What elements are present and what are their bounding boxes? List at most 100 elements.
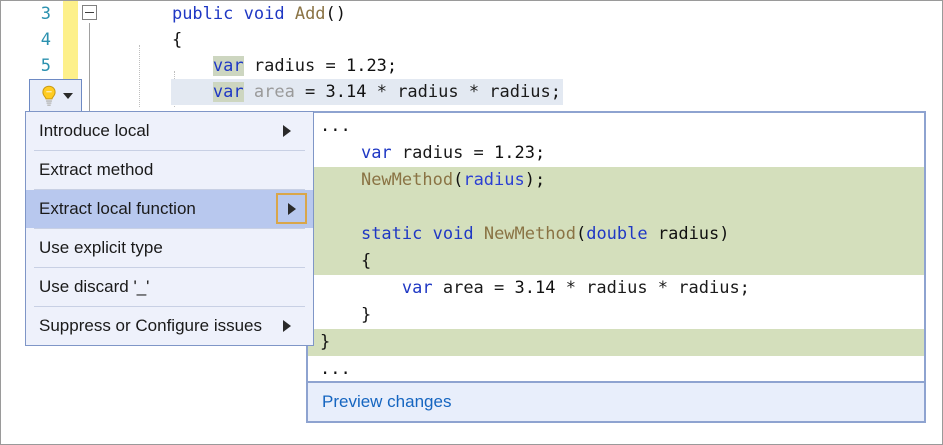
code-token: * radius * radius; bbox=[555, 278, 750, 298]
menu-separator bbox=[34, 306, 305, 307]
code-token bbox=[285, 4, 295, 24]
menu-item-label: Use explicit type bbox=[39, 238, 163, 257]
code-token: } bbox=[320, 332, 331, 352]
outlining-vertical-line bbox=[89, 23, 90, 111]
preview-added-line: } bbox=[308, 329, 924, 356]
preview-code-diff: ... var radius = 1.23; NewMethod(radius)… bbox=[308, 113, 924, 381]
code-token bbox=[320, 224, 361, 244]
code-token: var bbox=[401, 278, 433, 298]
line-number: 3 bbox=[40, 4, 51, 24]
code-token: ( bbox=[575, 224, 587, 244]
code-token: 1.23 bbox=[494, 143, 535, 163]
chevron-down-icon[interactable] bbox=[62, 92, 73, 99]
preview-context-line: var area = 3.14 * radius * radius; bbox=[308, 275, 924, 302]
code-token: area = bbox=[432, 278, 515, 298]
code-token: radius) bbox=[647, 224, 730, 244]
code-token bbox=[131, 56, 213, 76]
preview-added-line: { bbox=[308, 248, 924, 275]
code-token bbox=[422, 224, 432, 244]
code-token: Add bbox=[294, 4, 326, 24]
code-token: ); bbox=[524, 170, 546, 190]
code-token: radius = bbox=[391, 143, 495, 163]
menu-item-label: Use discard '_' bbox=[39, 277, 150, 296]
code-token bbox=[320, 143, 361, 163]
code-token: radius = bbox=[243, 56, 346, 76]
code-token bbox=[131, 82, 213, 102]
preview-added-line bbox=[308, 194, 924, 221]
menu-item-label: Suppress or Configure issues bbox=[39, 316, 263, 335]
code-token: () bbox=[325, 4, 347, 24]
chevron-right-icon bbox=[287, 202, 296, 215]
preview-added-line: static void NewMethod(double radius) bbox=[308, 221, 924, 248]
code-line[interactable]: public void Add() bbox=[131, 1, 346, 27]
code-token: ; bbox=[386, 56, 398, 76]
code-token: void bbox=[243, 4, 285, 24]
code-token: ... bbox=[320, 359, 351, 379]
code-token bbox=[244, 82, 254, 102]
preview-context-line: } bbox=[308, 302, 924, 329]
menu-item-extract-local-function[interactable]: Extract local function bbox=[26, 190, 313, 228]
menu-item-label: Introduce local bbox=[39, 121, 150, 140]
code-token: { bbox=[320, 251, 372, 271]
menu-item-use-explicit-type[interactable]: Use explicit type bbox=[26, 229, 313, 267]
chevron-right-icon bbox=[283, 125, 291, 137]
menu-separator bbox=[34, 267, 305, 268]
menu-separator bbox=[34, 189, 305, 190]
code-line[interactable]: var radius = 1.23; bbox=[131, 53, 397, 79]
code-line[interactable]: var area = 3.14 * radius * radius; bbox=[131, 79, 561, 105]
code-token: area bbox=[253, 82, 295, 102]
outlining-margin[interactable] bbox=[81, 1, 99, 111]
code-token: double bbox=[586, 224, 648, 244]
menu-separator bbox=[34, 228, 305, 229]
preview-context-line: var radius = 1.23; bbox=[308, 140, 924, 167]
code-token: static bbox=[360, 224, 423, 244]
code-token: * radius * radius; bbox=[366, 82, 561, 102]
code-token: ; bbox=[534, 143, 546, 163]
preview-changes-link[interactable]: Preview changes bbox=[322, 392, 452, 411]
menu-item-extract-method[interactable]: Extract method bbox=[26, 151, 313, 189]
line-number: 4 bbox=[40, 30, 51, 50]
preview-context-line: ... bbox=[308, 113, 924, 140]
lightbulb-icon bbox=[41, 85, 56, 106]
change-indicator-bar bbox=[63, 1, 78, 93]
submenu-expand-button[interactable] bbox=[276, 193, 307, 224]
preview-context-line: ... bbox=[308, 356, 924, 381]
code-token: var bbox=[212, 82, 244, 102]
code-token: var bbox=[212, 56, 244, 76]
menu-item-label: Extract method bbox=[39, 160, 154, 179]
code-token: var bbox=[360, 143, 392, 163]
code-token: public bbox=[171, 4, 234, 24]
chevron-right-icon bbox=[283, 320, 291, 332]
indent-guide-1 bbox=[139, 45, 140, 107]
code-token bbox=[131, 4, 172, 24]
line-number: 5 bbox=[40, 56, 51, 76]
code-line[interactable]: { bbox=[131, 27, 182, 53]
menu-item-label: Extract local function bbox=[39, 199, 196, 218]
code-token: ( bbox=[453, 170, 464, 190]
code-token: 3.14 bbox=[325, 82, 367, 102]
code-token: { bbox=[131, 30, 183, 50]
preview-footer: Preview changes bbox=[308, 381, 924, 421]
code-token: NewMethod bbox=[483, 224, 576, 244]
quick-actions-preview-flyout: ... var radius = 1.23; NewMethod(radius)… bbox=[306, 111, 926, 423]
code-token: 1.23 bbox=[345, 56, 387, 76]
code-token: = bbox=[294, 82, 326, 102]
code-token: ... bbox=[320, 116, 351, 136]
code-token: } bbox=[320, 305, 372, 325]
menu-item-introduce-local[interactable]: Introduce local bbox=[26, 112, 313, 150]
code-token bbox=[474, 224, 484, 244]
menu-separator bbox=[34, 150, 305, 151]
code-token: NewMethod bbox=[360, 170, 454, 190]
menu-item-use-discard[interactable]: Use discard '_' bbox=[26, 268, 313, 306]
menu-item-suppress-or-configure-issues[interactable]: Suppress or Configure issues bbox=[26, 307, 313, 345]
collapse-toggle-icon[interactable] bbox=[82, 5, 97, 20]
code-token bbox=[233, 4, 243, 24]
code-token bbox=[320, 278, 402, 298]
code-token bbox=[320, 170, 361, 190]
code-token: 3.14 bbox=[514, 278, 556, 298]
code-token: void bbox=[432, 224, 474, 244]
quick-actions-lightbulb-button[interactable] bbox=[29, 79, 82, 112]
code-token: radius bbox=[463, 170, 525, 190]
